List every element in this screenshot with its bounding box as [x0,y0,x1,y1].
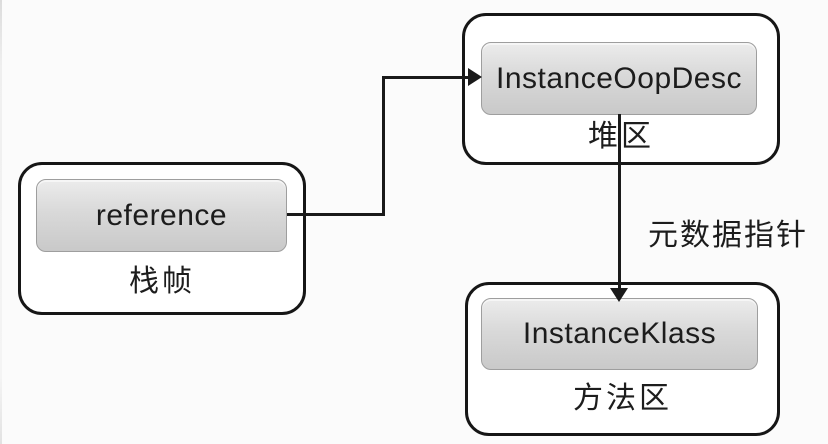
arrowhead-right-icon [468,68,482,86]
stack-frame-label: 栈帧 [129,265,195,298]
reference-node: reference [36,179,287,252]
scan-artifact-left-edge [0,0,2,444]
method-area-label: 方法区 [573,382,672,415]
instance-oop-desc-node: InstanceOopDesc [481,42,757,115]
edge-label-metadata-pointer: 元数据指针 [648,219,808,252]
edge-reference-to-oop-segment-v [382,76,385,216]
edge-reference-to-oop-segment-h1 [287,213,385,216]
edge-oop-to-klass-segment-v [618,114,621,290]
instance-klass-node-label: InstanceKlass [522,317,717,350]
instance-klass-node: InstanceKlass [481,298,758,370]
heap-label: 堆区 [588,120,654,153]
reference-node-label: reference [95,198,228,232]
arrowhead-down-icon [610,288,628,302]
edge-reference-to-oop-segment-h2 [385,76,470,79]
instance-oop-desc-node-label: InstanceOopDesc [496,61,742,95]
